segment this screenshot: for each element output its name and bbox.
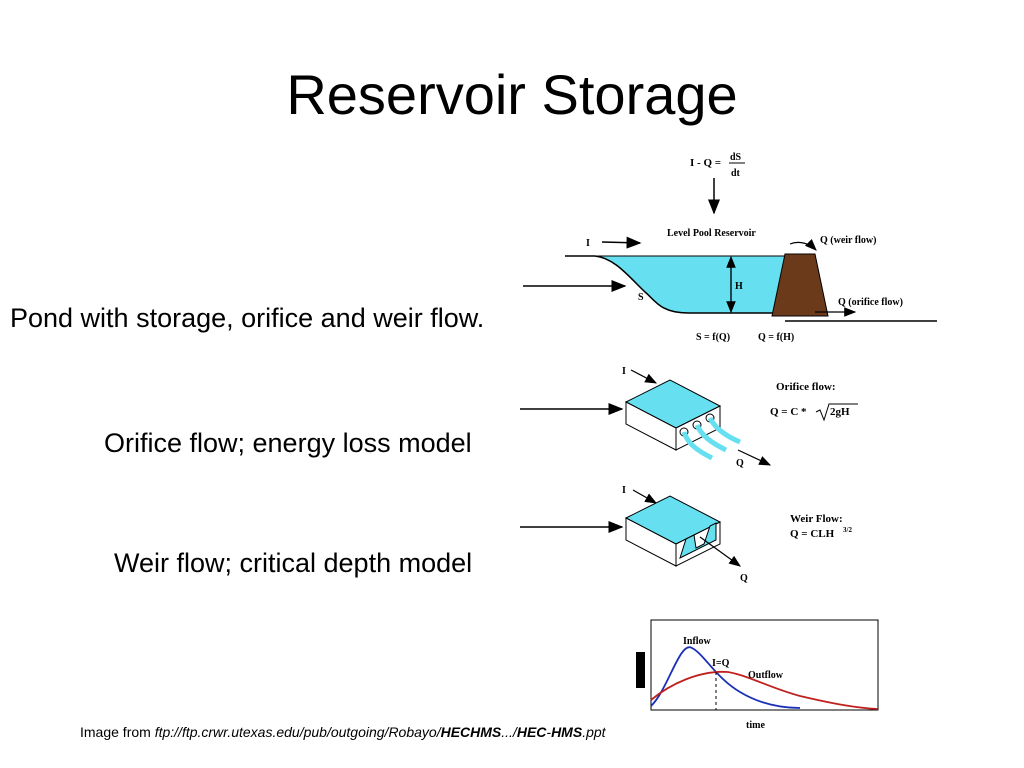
sqrt-sign xyxy=(815,403,858,422)
reservoir-diagram: I - Q = dS dt Level Pool Reservoir I H Q… xyxy=(565,152,937,343)
outflow-label: Outflow xyxy=(748,670,784,681)
storage-function-label: S = f(Q) xyxy=(696,332,730,343)
orifice-flow-label: Q (orifice flow) xyxy=(838,297,903,308)
bullet-orifice: Orifice flow; energy loss model xyxy=(104,428,472,458)
orifice-inflow-arrow xyxy=(630,369,658,384)
orifice-outflow-arrow xyxy=(737,449,772,466)
weir-outflow-arrow xyxy=(699,536,741,567)
caption-link-part: ftp://ftp.crwr.utexas.edu/pub/outgoing/R… xyxy=(154,724,441,740)
outflow-curve xyxy=(650,670,879,710)
caption-link-bold: HMS xyxy=(551,724,583,740)
height-label: H xyxy=(735,281,743,292)
discharge-function-label: Q = f(H) xyxy=(758,332,794,343)
image-source-caption: Image from ftp://ftp.crwr.utexas.edu/pub… xyxy=(80,724,606,740)
weir-flow-label: Q (weir flow) xyxy=(820,235,876,246)
equation-lhs: I - Q = xyxy=(690,157,721,169)
time-axis-label: time xyxy=(746,720,765,731)
orifice-diagram: I Q Orifice flow: Q = C * 2gH xyxy=(622,366,858,469)
orifice-inflow-label: I xyxy=(622,366,626,377)
orifice-formula: Q = C * xyxy=(770,406,807,418)
black-bar xyxy=(636,652,645,688)
caption-link[interactable]: ftp://ftp.crwr.utexas.edu/pub/outgoing/R… xyxy=(155,724,606,740)
caption-link-bold: HEC xyxy=(516,724,547,740)
weir-notch xyxy=(679,522,717,559)
weir-flow-arrow xyxy=(789,238,817,251)
caption-link-part: .../ xyxy=(501,724,517,740)
iq-label: I=Q xyxy=(712,658,730,669)
inflow-label: I xyxy=(586,238,590,249)
dam xyxy=(771,253,829,317)
caption-link-part: .ppt xyxy=(582,724,606,740)
orifice-jet xyxy=(694,423,728,453)
weir-formula-title: Weir Flow: xyxy=(790,513,843,525)
orifice-formula-title: Orifice flow: xyxy=(776,381,836,393)
equation-numerator: dS xyxy=(730,152,742,163)
weir-outflow-label: Q xyxy=(740,573,748,584)
caption-prefix: Image from xyxy=(80,724,155,740)
hydrograph-frame xyxy=(650,619,879,711)
weir-formula: Q = CLH xyxy=(790,528,835,540)
equation-denominator: dt xyxy=(731,168,741,179)
reservoir-water xyxy=(594,255,786,314)
hydrograph: Inflow I=Q Outflow time xyxy=(636,619,879,731)
weir-diagram: I Q Weir Flow: Q = CLH 3/2 xyxy=(622,485,852,584)
inflow-label: Inflow xyxy=(683,636,712,647)
caption-link-part: - xyxy=(546,724,552,740)
orifice-outflow-label: Q xyxy=(736,458,744,469)
weir-exponent: 3/2 xyxy=(843,526,852,534)
inflow-arrow xyxy=(601,236,642,249)
weir-inflow-label: I xyxy=(622,485,626,496)
orifice-jet xyxy=(707,416,741,445)
orifice-radicand: 2gH xyxy=(830,406,850,418)
storage-label: S xyxy=(638,292,644,303)
reservoir-title: Level Pool Reservoir xyxy=(667,228,756,239)
slide-title: Reservoir Storage xyxy=(286,63,738,126)
orifice-jet xyxy=(681,431,714,461)
inflow-curve xyxy=(650,646,801,709)
weir-inflow-arrow xyxy=(632,489,658,504)
reservoir-bed xyxy=(565,255,785,314)
caption-link-bold: HECHMS xyxy=(440,724,502,740)
bullet-pond: Pond with storage, orifice and weir flow… xyxy=(10,303,485,333)
bullet-weir: Weir flow; critical depth model xyxy=(114,548,473,578)
